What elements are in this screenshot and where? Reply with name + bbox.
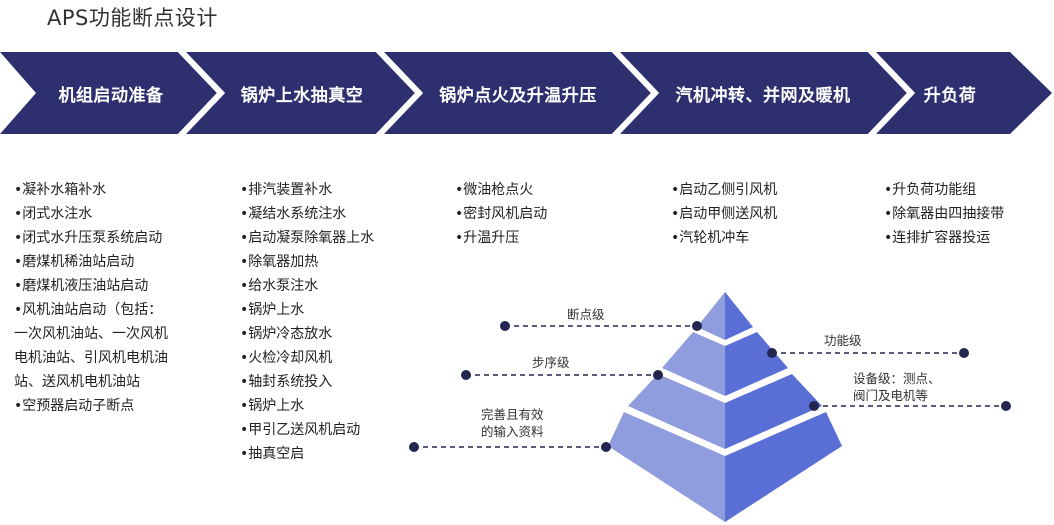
list-item: •磨煤机稀油站启动 xyxy=(14,254,135,270)
list-item: •连排扩容器投运 xyxy=(884,230,991,246)
leader-dot xyxy=(1001,401,1011,411)
label-function-level: 功能级 xyxy=(824,333,862,348)
banner-background xyxy=(0,52,1052,134)
stage-2-list: •排汽装置补水 •凝结水系统注水 •启动凝泵除氧器上水 •除氧器加热 •给水泵注… xyxy=(240,178,374,466)
leader-dot xyxy=(601,442,611,452)
leader-dot xyxy=(809,401,819,411)
chevron-separator-1 xyxy=(177,52,226,134)
stage-4-list: •启动乙侧引风机 •启动甲侧送风机 •汽轮机冲车 xyxy=(671,178,777,250)
label-breakpoint-level: 断点级 xyxy=(567,307,605,322)
list-item: •锅炉冷态放水 xyxy=(240,326,333,342)
list-item: •甲引乙送风机启动 xyxy=(240,422,361,438)
list-item: •火检冷却风机 xyxy=(240,350,333,366)
list-item: •锅炉上水 xyxy=(240,302,305,318)
pyramid-tier-4-right xyxy=(725,412,842,522)
list-item: •空预器启动子断点 xyxy=(14,398,135,414)
stage-label-2: 锅炉上水抽真空 xyxy=(240,85,364,106)
list-item: •磨煤机液压油站启动 xyxy=(14,278,149,294)
label-input-data: 完善且有效 的输入资料 xyxy=(481,407,544,439)
list-item: •凝补水箱补水 xyxy=(14,182,107,198)
pyramid-tier-1-right xyxy=(725,292,753,340)
pyramid-tier-2-right xyxy=(725,332,788,396)
label-device-level: 设备级：测点、 阀门及电机等 xyxy=(853,371,941,403)
list-item: 一次风机油站、一次风机 xyxy=(14,326,168,342)
pyramid-tier-4-left xyxy=(608,412,725,522)
page-title: APS功能断点设计 xyxy=(47,6,218,30)
label-step-level: 步序级 xyxy=(532,355,570,370)
list-item: •闭式水升压泵系统启动 xyxy=(14,230,163,246)
leader-dot xyxy=(500,321,510,331)
stage-label-4: 汽机冲转、并网及暖机 xyxy=(675,85,851,106)
list-item: •启动乙侧引风机 xyxy=(671,182,778,198)
chevron-separator-4 xyxy=(867,52,916,134)
list-item: •启动甲侧送风机 xyxy=(671,206,778,222)
list-item: •密封风机启动 xyxy=(455,206,548,222)
pyramid-tier-3-right xyxy=(725,374,822,449)
list-item: •升温升压 xyxy=(455,230,520,246)
list-item: •风机油站启动（包括： xyxy=(14,302,163,318)
list-item: •除氧器由四抽接带 xyxy=(884,206,1005,222)
list-item: 电机油站、引风机电机油 xyxy=(14,350,168,366)
list-item: •排汽装置补水 xyxy=(240,182,333,198)
leader-dot xyxy=(409,442,419,452)
leader-dot xyxy=(461,370,471,380)
pyramid-tier-1-left xyxy=(697,292,725,340)
list-item: •启动凝泵除氧器上水 xyxy=(240,230,375,246)
list-item: 站、送风机电机油站 xyxy=(14,374,140,390)
chevron-separator-3 xyxy=(611,52,660,134)
pyramid-tier-3-left xyxy=(628,374,725,449)
list-item: •微油枪点火 xyxy=(455,182,534,198)
list-item: •升负荷功能组 xyxy=(884,182,977,198)
stage-3-list: •微油枪点火 •密封风机启动 •升温升压 xyxy=(455,178,547,250)
leader-dot xyxy=(653,370,663,380)
list-item: •除氧器加热 xyxy=(240,254,319,270)
list-item: •锅炉上水 xyxy=(240,398,305,414)
list-item: •汽轮机冲车 xyxy=(671,230,750,246)
list-item: •给水泵注水 xyxy=(240,278,319,294)
stage-5-list: •升负荷功能组 •除氧器由四抽接带 •连排扩容器投运 xyxy=(884,178,1004,250)
list-item: •轴封系统投入 xyxy=(240,374,333,390)
list-item: •凝结水系统注水 xyxy=(240,206,347,222)
list-item: •闭式水注水 xyxy=(14,206,93,222)
process-banner xyxy=(0,52,1052,134)
leader-dot xyxy=(692,321,702,331)
stage-label-1: 机组启动准备 xyxy=(58,85,164,106)
leader-dot xyxy=(959,348,969,358)
stage-label-5: 升负荷 xyxy=(923,85,977,106)
chevron-separator-2 xyxy=(375,52,424,134)
stage-1-list: •凝补水箱补水 •闭式水注水 •闭式水升压泵系统启动 •磨煤机稀油站启动 •磨煤… xyxy=(14,178,168,418)
pyramid-tier-2-left xyxy=(662,332,725,396)
leader-dot xyxy=(767,348,777,358)
stage-label-3: 锅炉点火及升温升压 xyxy=(439,85,597,106)
list-item: •抽真空启 xyxy=(240,446,305,462)
